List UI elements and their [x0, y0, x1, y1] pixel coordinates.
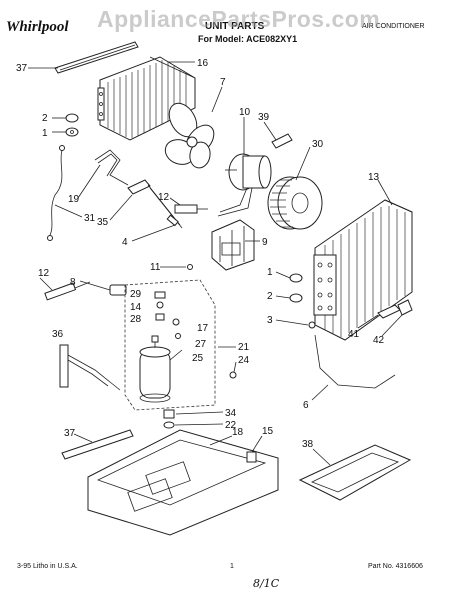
part-blower-wheel	[267, 176, 323, 230]
part-fan-blade	[164, 102, 215, 169]
callout-18: 18	[232, 427, 244, 438]
callout-41: 41	[348, 329, 360, 340]
part-washer-27	[175, 333, 181, 339]
part-accumulator	[59, 344, 121, 391]
part-gasket	[156, 301, 164, 309]
callout-22: 22	[225, 420, 237, 431]
part-bolt	[155, 313, 165, 321]
callout-11: 11	[150, 262, 161, 273]
footer-date: 3-95 Litho in U.S.A.	[17, 563, 78, 570]
handwritten-note: 8/1C	[253, 577, 280, 590]
callout-37-lower: 37	[64, 428, 76, 439]
callout-27: 27	[195, 339, 207, 350]
part-plug-top	[65, 113, 79, 123]
leader-lines	[28, 61, 403, 466]
compressor-assembly-outline	[124, 279, 216, 411]
callout-29: 29	[130, 289, 142, 300]
callout-12-top: 12	[158, 192, 170, 203]
callout-34: 34	[225, 408, 237, 419]
part-discharge-tube	[314, 334, 396, 389]
part-condenser-coil	[313, 199, 413, 341]
callout-6: 6	[303, 400, 309, 411]
part-thermostat-bulb	[127, 179, 183, 229]
page-title: UNIT PARTS	[205, 21, 265, 32]
callout-2-top: 2	[42, 113, 48, 124]
part-compressor	[139, 335, 183, 403]
part-sensor-top	[174, 204, 208, 214]
part-capillary-tube	[94, 149, 129, 186]
model-line: For Model: ACE082XY1	[198, 34, 298, 44]
callout-30: 30	[312, 139, 324, 150]
part-capacitor-clip	[109, 284, 127, 296]
callout-25: 25	[192, 353, 204, 364]
callout-39: 39	[258, 112, 270, 123]
part-mounting-bolt	[163, 409, 175, 419]
callout-4: 4	[122, 237, 128, 248]
callout-21: 21	[238, 342, 250, 353]
part-fan-motor	[217, 153, 272, 217]
part-fitting	[229, 371, 237, 379]
part-terminal-cover	[154, 291, 166, 299]
callout-28: 28	[130, 314, 142, 325]
footer-page-number: 1	[230, 563, 234, 570]
callout-38: 38	[302, 439, 314, 450]
part-screw	[187, 264, 193, 270]
callout-31: 31	[84, 213, 96, 224]
part-screw-15	[246, 451, 257, 463]
callout-36: 36	[52, 329, 64, 340]
part-base-pan	[87, 429, 279, 536]
callout-19: 19	[68, 194, 80, 205]
callout-1-top: 1	[42, 128, 48, 139]
part-sensor-lower	[44, 281, 91, 301]
footer-part-number: Part No. 4316606	[368, 563, 423, 570]
part-wire-harness	[47, 145, 65, 241]
part-nut-17	[172, 318, 180, 326]
callout-13: 13	[368, 172, 380, 183]
callout-17: 17	[197, 323, 209, 334]
part-blower-bracket	[211, 219, 255, 271]
callout-1-right: 1	[267, 267, 273, 278]
callout-35: 35	[97, 217, 109, 228]
callout-37-top: 37	[16, 63, 28, 74]
callout-labels: 37 16 7 2 1 10 39 30 13 19 31 35 4 12 9 …	[16, 58, 385, 450]
part-plug-right	[289, 293, 303, 303]
part-drain-tray	[298, 444, 412, 501]
part-clip-42	[397, 299, 413, 316]
watermark: AppliancePartsPros.com	[97, 6, 381, 32]
category-label: AIR CONDITIONER	[362, 23, 425, 30]
callout-24: 24	[238, 355, 250, 366]
callout-2-right: 2	[267, 291, 273, 302]
part-grommet-22	[163, 421, 175, 429]
callout-10: 10	[239, 107, 251, 118]
callout-7: 7	[220, 77, 226, 88]
callout-42: 42	[373, 335, 385, 346]
part-grommet-top	[65, 127, 79, 137]
callout-14: 14	[130, 302, 142, 313]
part-grommet-right	[289, 273, 303, 283]
callout-8: 8	[70, 277, 76, 288]
callout-15: 15	[262, 426, 274, 437]
callout-16: 16	[197, 58, 209, 69]
part-fitting-3	[308, 321, 316, 329]
callout-9: 9	[262, 237, 268, 248]
callout-12-lower: 12	[38, 268, 50, 279]
part-seal-strip-lower	[61, 429, 134, 460]
callout-3: 3	[267, 315, 273, 326]
part-clip	[271, 133, 293, 149]
part-seal-strip-top	[54, 41, 139, 74]
brand-logo: Whirlpool	[6, 19, 69, 35]
